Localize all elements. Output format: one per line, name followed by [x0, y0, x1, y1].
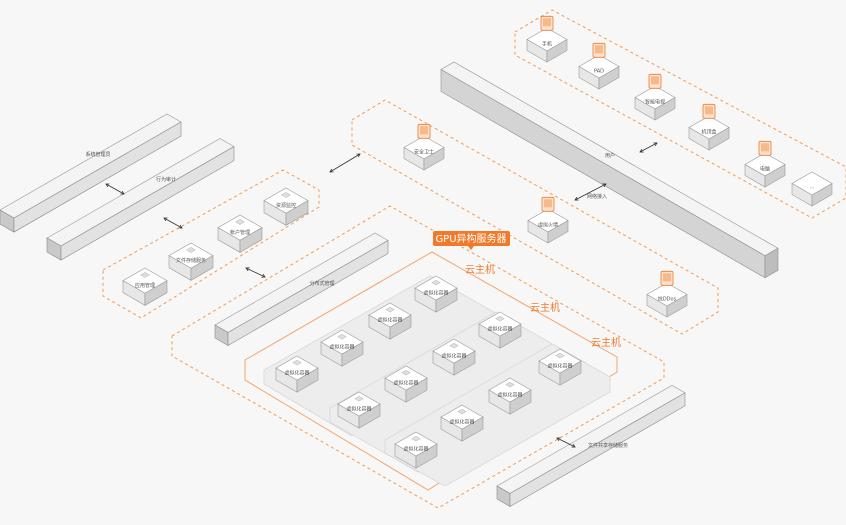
box-phone: 手机	[526, 15, 568, 63]
label-vm_container: 虚拟化容器	[423, 289, 448, 296]
dashed-zones	[102, 9, 846, 509]
box-vm-container-1: 虚拟化容器	[414, 275, 458, 313]
label-vm_container: 虚拟化容器	[449, 418, 474, 425]
label-file-storage-service: 文件共享存储服务	[588, 442, 628, 449]
label-vm_container: 虚拟化容器	[346, 405, 371, 412]
label-vm_container: 虚拟化容器	[403, 445, 428, 452]
gpu-server-outline	[244, 251, 618, 491]
label-more: ···	[810, 185, 815, 191]
arrow-mgmt-distributed	[245, 267, 266, 278]
label-behavior-audit: 行为审计	[156, 176, 176, 183]
box-smart-tv: 智能电视	[634, 73, 676, 121]
box-vm-container-12: 虚拟化容器	[394, 431, 438, 469]
arrow-firewall-user: 网络接入	[574, 183, 607, 201]
box-set-top-box: 机顶盒	[688, 103, 730, 151]
label-app_mgmt: 应用管理	[135, 282, 155, 289]
label-vm_container: 虚拟化容器	[284, 369, 309, 376]
box-file-storage: 文件存储服务	[168, 242, 214, 281]
box-vm-container-6: 虚拟化容器	[432, 338, 476, 376]
label-cloud-host-3: 云主机	[591, 336, 621, 349]
label-phone: 手机	[542, 40, 552, 47]
box-vm-container-2: 虚拟化容器	[368, 302, 412, 340]
zone-management	[102, 169, 320, 319]
label-resource_monitor: 资源监控	[276, 202, 296, 209]
arrow-system-audit	[105, 183, 125, 195]
arrow-audit-mgmt	[163, 217, 183, 229]
bar-file-storage-service	[496, 385, 686, 507]
service-bars	[0, 61, 779, 507]
label-security_guard: 安全卫士	[414, 148, 434, 155]
box-vm-container-10: 虚拟化容器	[488, 377, 532, 415]
label-vm_container: 虚拟化容器	[547, 362, 572, 369]
label-account_mgmt: 帐户管理	[230, 229, 250, 236]
diagram-labels: 系统管理员行为审计分布式管理文件共享存储服务用户GPU异构服务器云主机云主机云主…	[85, 151, 628, 449]
label-vm_container: 虚拟化容器	[497, 391, 522, 398]
box-account-mgmt: 帐户管理	[217, 214, 263, 253]
label-set_top_box: 机顶盒	[701, 128, 716, 135]
zone-security	[351, 99, 719, 335]
label-distributed-mgmt: 分布式管理	[309, 280, 334, 287]
box-computer: 电脑	[744, 140, 786, 188]
cloud-host-plates	[263, 275, 611, 487]
bar-behavior-audit	[46, 138, 235, 261]
arrow-gpu-storage	[556, 437, 576, 448]
box-vm-container-4: 虚拟化容器	[275, 355, 319, 393]
bar-user	[440, 61, 779, 279]
box-resource-monitor: 资源监控	[263, 187, 309, 226]
label-vm_container: 虚拟化容器	[441, 352, 466, 359]
label-network_access: 网络接入	[587, 193, 607, 200]
label-computer: 电脑	[760, 165, 770, 172]
box-pad: PAD	[578, 42, 620, 90]
label-smart_tv: 智能电视	[645, 98, 665, 105]
box-vm-container-9: 虚拟化容器	[538, 348, 582, 386]
zone-devices	[514, 9, 846, 219]
box-vm-container-8: 虚拟化容器	[337, 391, 381, 429]
label-cloud-host-2: 云主机	[530, 301, 560, 314]
box-anti-ddos: 抗DDos	[646, 270, 688, 318]
label-system-mgmt: 系统管理员	[85, 151, 110, 158]
box-vm-container-11: 虚拟化容器	[440, 404, 484, 442]
label-file_storage: 文件存储服务	[176, 257, 206, 264]
label-vm_container: 虚拟化容器	[487, 325, 512, 332]
box-more: ···	[791, 171, 833, 207]
box-vm-container-3: 虚拟化容器	[320, 329, 364, 367]
box-app-mgmt: 应用管理	[122, 267, 168, 306]
bar-system-mgmt	[0, 113, 182, 233]
arrow-user-devices	[639, 142, 658, 153]
bar-distributed-mgmt	[214, 232, 389, 346]
label-cloud-host-1: 云主机	[465, 263, 495, 276]
box-security-guard: 安全卫士	[403, 123, 445, 171]
box-virtual-firewall: 虚拟火墙	[527, 196, 569, 244]
label-vm_container: 虚拟化容器	[393, 379, 418, 386]
label-user: 用户	[605, 152, 615, 159]
box-vm-container-7: 虚拟化容器	[384, 365, 428, 403]
zone-gpu	[171, 205, 665, 509]
arrow-mgmt-security	[329, 153, 361, 173]
label-vm_container: 虚拟化容器	[377, 316, 402, 323]
box-vm-container-5: 虚拟化容器	[478, 311, 522, 349]
gpu-server-badge: GPU异构服务器	[433, 231, 510, 250]
label-pad: PAD	[594, 68, 604, 74]
label-vm_container: 虚拟化容器	[329, 343, 354, 350]
label-virtual_firewall: 虚拟火墙	[538, 221, 558, 228]
connection-arrows: 网络接入	[105, 142, 658, 448]
label-gpu-server: GPU异构服务器	[435, 232, 506, 245]
label-anti_ddos: 抗DDos	[658, 295, 677, 302]
